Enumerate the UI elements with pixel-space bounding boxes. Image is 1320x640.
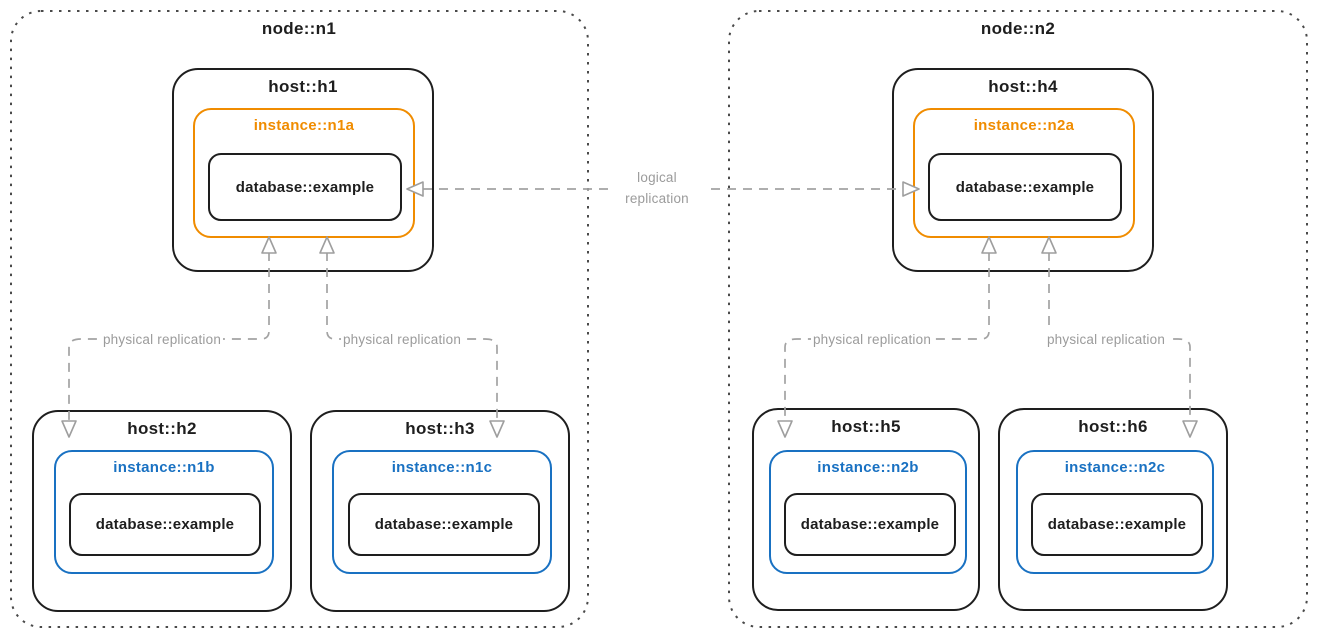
- node-n2: node::n2 host::h4 instance::n2a database…: [728, 10, 1308, 628]
- host-h1: host::h1 instance::n1a database::example: [172, 68, 434, 272]
- instance-n1a: instance::n1a database::example: [193, 108, 415, 238]
- instance-n1b-label: instance::n1b: [113, 459, 215, 476]
- database-n2b: database::example: [784, 493, 956, 556]
- instance-n2a: instance::n2a database::example: [913, 108, 1135, 238]
- host-h6: host::h6 instance::n2c database::example: [998, 408, 1228, 611]
- host-h6-label: host::h6: [1078, 417, 1148, 436]
- database-n2a: database::example: [928, 153, 1122, 221]
- database-n1c: database::example: [348, 493, 540, 556]
- database-n1b: database::example: [69, 493, 261, 556]
- edge-label-bg: [610, 166, 706, 211]
- database-n2c: database::example: [1031, 493, 1203, 556]
- host-h2-label: host::h2: [127, 419, 197, 438]
- host-h5-label: host::h5: [831, 417, 901, 436]
- database-n1a: database::example: [208, 153, 402, 221]
- instance-n1b: instance::n1b database::example: [54, 450, 274, 574]
- host-h4-label: host::h4: [988, 77, 1058, 96]
- database-n2c-label: database::example: [1047, 516, 1187, 533]
- host-h5: host::h5 instance::n2b database::example: [752, 408, 980, 611]
- instance-n2b: instance::n2b database::example: [769, 450, 967, 574]
- instance-n1a-label: instance::n1a: [253, 117, 355, 134]
- database-n2a-label: database::example: [955, 178, 1095, 196]
- host-h3: host::h3 instance::n1c database::example: [310, 410, 570, 612]
- instance-n1c-label: instance::n1c: [391, 459, 493, 476]
- database-n1b-label: database::example: [95, 516, 235, 533]
- edge-label-logical-line2: replication: [625, 191, 689, 206]
- node-n1-label: node::n1: [261, 19, 337, 38]
- database-n1c-label: database::example: [374, 516, 514, 533]
- database-n1a-label: database::example: [235, 178, 375, 196]
- host-h3-label: host::h3: [405, 419, 475, 438]
- host-h2: host::h2 instance::n1b database::example: [32, 410, 292, 612]
- instance-n2a-label: instance::n2a: [973, 117, 1075, 134]
- instance-n2c-label: instance::n2c: [1064, 459, 1166, 476]
- instance-n2c: instance::n2c database::example: [1016, 450, 1214, 574]
- edge-label-logical-line1: logical: [637, 170, 677, 185]
- host-h1-label: host::h1: [268, 77, 338, 96]
- node-n1: node::n1 host::h1 instance::n1a database…: [10, 10, 588, 628]
- node-n2-label: node::n2: [980, 19, 1056, 38]
- instance-n2b-label: instance::n2b: [817, 459, 919, 476]
- host-h4: host::h4 instance::n2a database::example: [892, 68, 1154, 272]
- instance-n1c: instance::n1c database::example: [332, 450, 552, 574]
- database-n2b-label: database::example: [800, 516, 940, 533]
